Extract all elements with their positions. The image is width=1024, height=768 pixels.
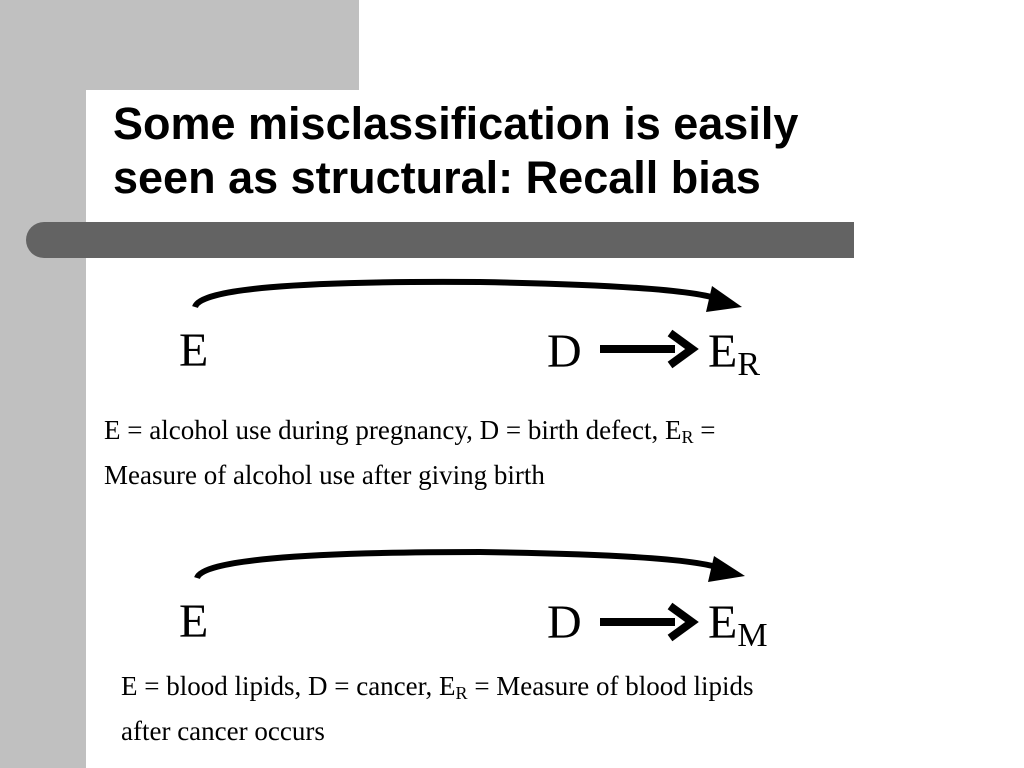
arrowhead-e-to-em-2	[708, 556, 745, 582]
caption-1-part1: E = alcohol use during pregnancy, D = bi…	[104, 415, 682, 445]
node-d-2: D	[547, 596, 582, 649]
node-e-2: E	[179, 595, 209, 648]
caption-2-line2: after cancer occurs	[121, 716, 325, 746]
node-em-2: EM	[708, 599, 768, 653]
arrowhead-d-to-er-1	[667, 329, 699, 369]
node-er-sub: R	[737, 346, 761, 383]
caption-2-sub: R	[455, 683, 468, 703]
node-e-1: E	[179, 324, 209, 377]
arrow-e-to-er-1	[192, 278, 722, 309]
node-d-1: D	[547, 325, 582, 378]
title-line-2: seen as structural: Recall bias	[113, 152, 761, 203]
top-side-band	[86, 0, 359, 90]
caption-1-sub: R	[681, 427, 694, 447]
content-corner	[86, 90, 359, 230]
caption-1: E = alcohol use during pregnancy, D = bi…	[104, 411, 716, 494]
arrow-e-to-em-2	[194, 548, 724, 580]
arrowhead-d-to-em-2	[667, 602, 699, 642]
left-side-band	[0, 0, 86, 768]
slide-title: Some misclassification is easily seen as…	[113, 97, 973, 205]
caption-1-part2: =	[693, 415, 716, 445]
caption-2-part1: E = blood lipids, D = cancer, E	[121, 671, 456, 701]
node-em-main: E	[708, 596, 738, 649]
arrowhead-e-to-er-1	[706, 286, 742, 312]
node-er-1: ER	[708, 328, 760, 382]
title-line-1: Some misclassification is easily	[113, 98, 799, 149]
node-er-main: E	[708, 325, 738, 378]
caption-2: E = blood lipids, D = cancer, ER = Measu…	[121, 667, 754, 750]
node-em-sub: M	[737, 617, 768, 654]
caption-1-line2: Measure of alcohol use after giving birt…	[104, 460, 545, 490]
caption-2-part2: = Measure of blood lipids	[467, 671, 754, 701]
title-divider-bar	[26, 222, 854, 258]
